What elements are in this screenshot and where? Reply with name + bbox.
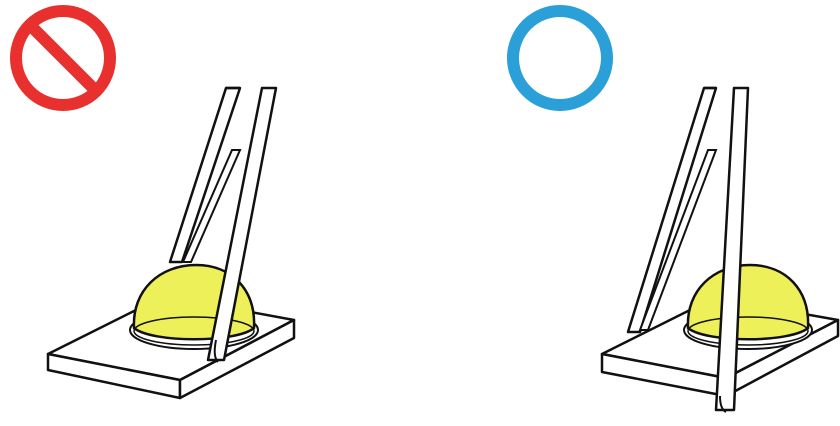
tweezers-on-substrate [626, 86, 750, 413]
ok-circle-icon [507, 5, 613, 111]
led-dome-lens [683, 263, 813, 350]
panel-incorrect [10, 5, 296, 400]
panel-correct [507, 5, 840, 413]
prohibited-icon [10, 5, 116, 111]
tweezers-on-lens [168, 86, 278, 363]
